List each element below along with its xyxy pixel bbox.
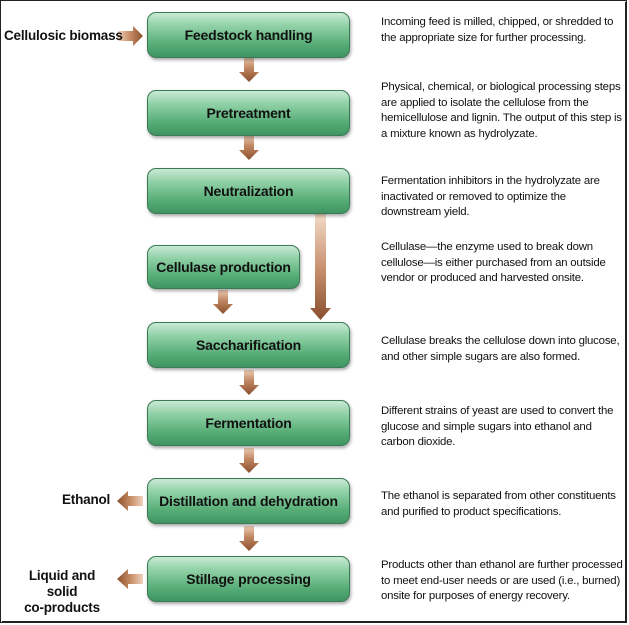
step-label: Neutralization	[203, 183, 294, 199]
step-feedstock-handling: Feedstock handling	[147, 12, 350, 58]
arrow-output-coproducts	[117, 569, 143, 589]
step-distillation-and-dehydration: Distillation and dehydration	[147, 478, 350, 524]
arrow-feedstock-pretreatment	[239, 57, 259, 82]
step-label: Fermentation	[205, 415, 292, 431]
arrow-fermentation-distillation	[239, 448, 259, 473]
step-label: Distillation and dehydration	[159, 493, 338, 509]
step-label: Feedstock handling	[184, 27, 313, 43]
step-label: Pretreatment	[206, 105, 291, 121]
arrow-neutralization-saccharification	[310, 213, 331, 320]
desc-stillage-processing: Products other than ethanol are further …	[381, 559, 623, 603]
step-pretreatment: Pretreatment	[147, 90, 350, 136]
desc-distillation-and-dehydration: The ethanol is separated from other cons…	[381, 490, 616, 518]
output-label-coproducts: Liquid and solid co-products	[12, 568, 112, 616]
desc-saccharification: Cellulase breaks the cellulose down into…	[381, 335, 620, 363]
arrow-cellulase-saccharification	[213, 290, 233, 314]
output-label-ethanol: Ethanol	[62, 492, 111, 507]
desc-cellulase-production: Cellulase—the enzyme used to break down …	[381, 241, 606, 285]
step-saccharification: Saccharification	[147, 322, 350, 368]
desc-feedstock-handling: Incoming feed is milled, chipped, or shr…	[381, 16, 614, 44]
step-fermentation: Fermentation	[147, 400, 350, 446]
step-label: Saccharification	[196, 337, 301, 353]
step-label: Cellulase production	[156, 259, 291, 275]
desc-pretreatment: Physical, chemical, or biological proces…	[381, 81, 622, 140]
arrow-output-ethanol	[117, 491, 143, 511]
arrow-pretreatment-neutralization	[239, 135, 259, 160]
coproducts-line-2: co-products	[24, 600, 100, 615]
input-label-cellulosic-biomass: Cellulosic biomass	[4, 28, 123, 43]
desc-neutralization: Fermentation inhibitors in the hydrolyza…	[381, 175, 600, 219]
coproducts-line-1: Liquid and solid	[28, 568, 96, 599]
step-label: Stillage processing	[186, 571, 311, 587]
arrow-input	[118, 26, 143, 46]
arrow-saccharification-fermentation	[239, 370, 259, 395]
step-cellulase-production: Cellulase production	[147, 245, 300, 289]
arrow-distillation-stillage	[239, 526, 259, 551]
step-stillage-processing: Stillage processing	[147, 556, 350, 602]
step-neutralization: Neutralization	[147, 168, 350, 214]
desc-fermentation: Different strains of yeast are used to c…	[381, 405, 614, 449]
